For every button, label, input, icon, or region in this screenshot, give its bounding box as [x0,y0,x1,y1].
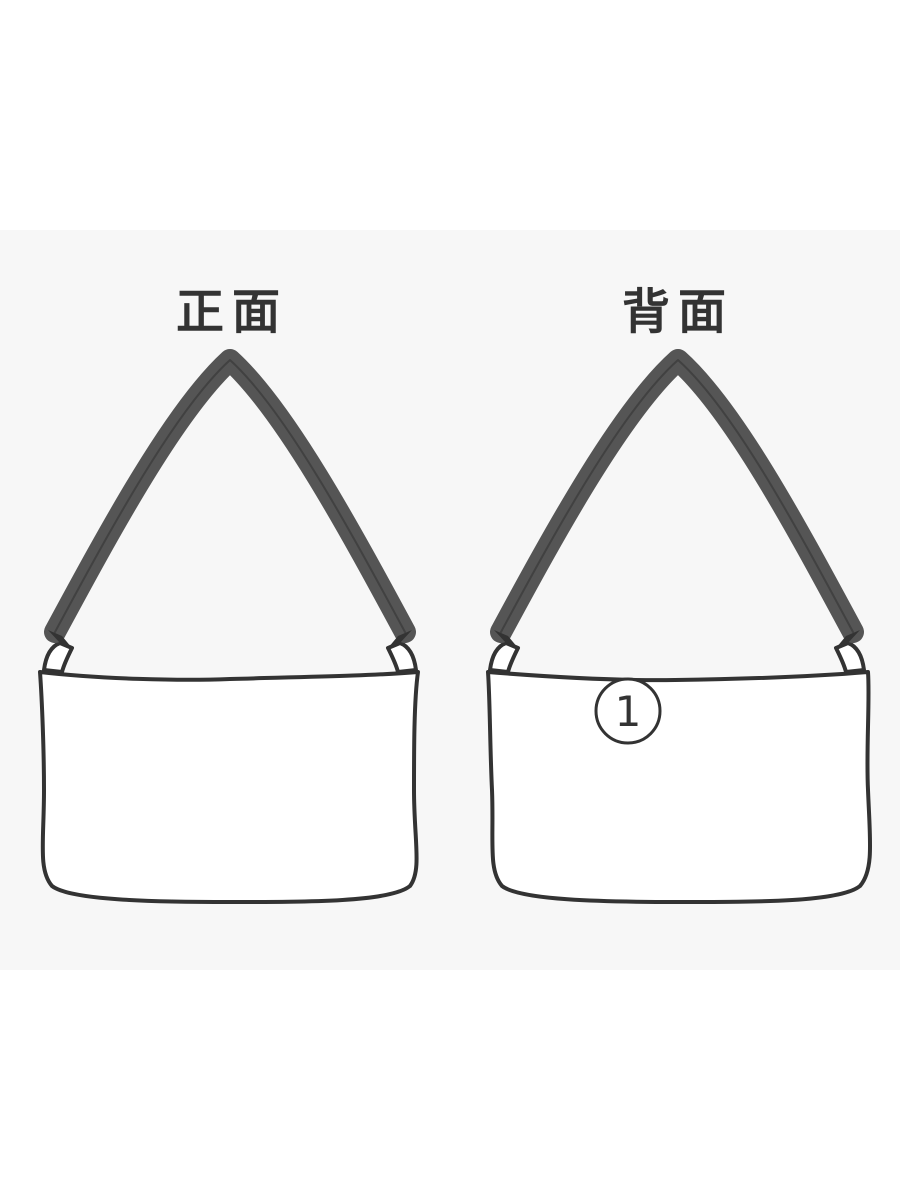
shoulder-strap-edge [54,359,406,633]
right-strap-connector [386,641,418,674]
front-view: 正面 [0,230,450,970]
back-view: 背面 1 [450,230,900,970]
shoulder-strap [44,349,416,643]
front-bag-illustration [38,349,420,904]
left-strap-end [48,630,72,648]
marker-number: 1 [615,687,642,736]
shoulder-strap-edge [500,359,854,633]
left-strap-connector [488,641,520,674]
shoulder-strap [490,349,864,643]
left-strap-connector [42,641,74,674]
left-strap-end [494,630,518,648]
back-bag-illustration: 1 [486,349,873,904]
right-strap-end [388,630,412,648]
bag-body [38,670,420,904]
marker-circle [594,677,662,745]
bag-body [486,670,873,904]
back-view-title: 背面 [621,284,734,340]
diagram-panel: 正面 背面 [0,230,900,970]
right-strap-connector [834,641,866,674]
front-view-title: 正面 [175,284,288,340]
right-strap-end [836,630,860,648]
